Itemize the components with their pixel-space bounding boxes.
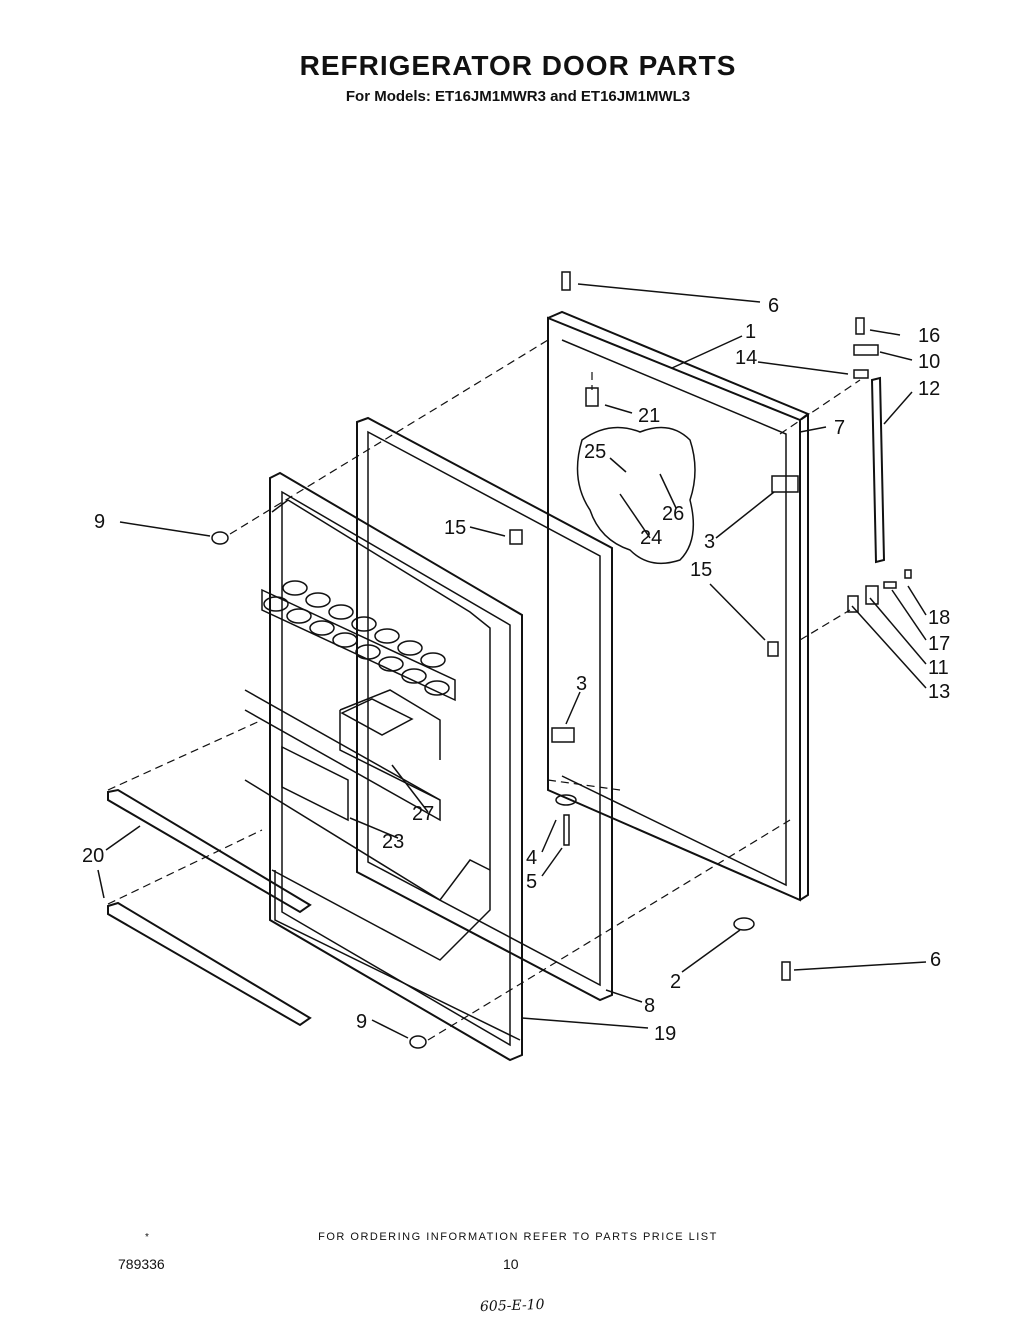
side-hardware: [509, 529, 912, 657]
inner-door-liner: [244, 471, 523, 1062]
document-number: 789336: [118, 1256, 165, 1272]
callout-24: 24: [640, 527, 662, 549]
cutout-detail: [576, 426, 696, 565]
door-gasket: [356, 416, 613, 1002]
callout-21: 21: [638, 405, 660, 427]
page-number: 10: [503, 1256, 519, 1272]
callout-labels: 6 1 16 14 10 12 21 7 25 26 9 15 24 3 15 …: [82, 295, 950, 1045]
outer-door-panel: [547, 310, 811, 902]
upper-hinge: [561, 271, 879, 493]
screws: [211, 531, 427, 1049]
callout-10: 10: [918, 351, 940, 373]
callout-11: 11: [928, 657, 949, 679]
callout-27: 27: [412, 803, 434, 825]
callout-12: 12: [918, 378, 940, 400]
callout-1: 1: [745, 321, 756, 343]
callout-18: 18: [928, 607, 950, 629]
callout-6-bottom: 6: [930, 949, 941, 971]
callout-14: 14: [735, 347, 757, 369]
callout-15-right: 15: [690, 559, 712, 581]
callout-7: 7: [834, 417, 845, 439]
asterisk-mark: *: [145, 1232, 149, 1243]
callout-13: 13: [928, 681, 950, 703]
callout-8: 8: [644, 995, 655, 1017]
callout-3-lower: 3: [576, 673, 587, 695]
callout-3-upper: 3: [704, 531, 715, 553]
callout-19: 19: [654, 1023, 676, 1045]
ordering-note: FOR ORDERING INFORMATION REFER TO PARTS …: [318, 1231, 718, 1243]
callout-2: 2: [670, 971, 681, 993]
lower-hinge: [551, 727, 791, 981]
callout-23: 23: [382, 831, 404, 853]
callout-6-top: 6: [768, 295, 779, 317]
assembly-lines: [107, 339, 861, 1041]
callout-20: 20: [82, 845, 104, 867]
egg-tray: [263, 580, 450, 696]
callout-25: 25: [584, 441, 606, 463]
callout-17: 17: [928, 633, 950, 655]
callout-9-left: 9: [94, 511, 105, 533]
callout-16: 16: [918, 325, 940, 347]
callout-15-left: 15: [444, 517, 466, 539]
callout-9-bottom: 9: [356, 1011, 367, 1033]
model-subtitle: For Models: ET16JM1MWR3 and ET16JM1MWL3: [345, 88, 691, 105]
door-handle: [870, 376, 886, 564]
callout-leaders: [97, 283, 927, 1039]
callout-26: 26: [662, 503, 684, 525]
handwritten-note: 605-E-10: [479, 1296, 545, 1316]
shelf-bars: [107, 788, 312, 1027]
callout-5: 5: [526, 871, 537, 893]
page-title: REFRIGERATOR DOOR PARTS: [299, 50, 737, 81]
callout-4: 4: [526, 847, 537, 869]
